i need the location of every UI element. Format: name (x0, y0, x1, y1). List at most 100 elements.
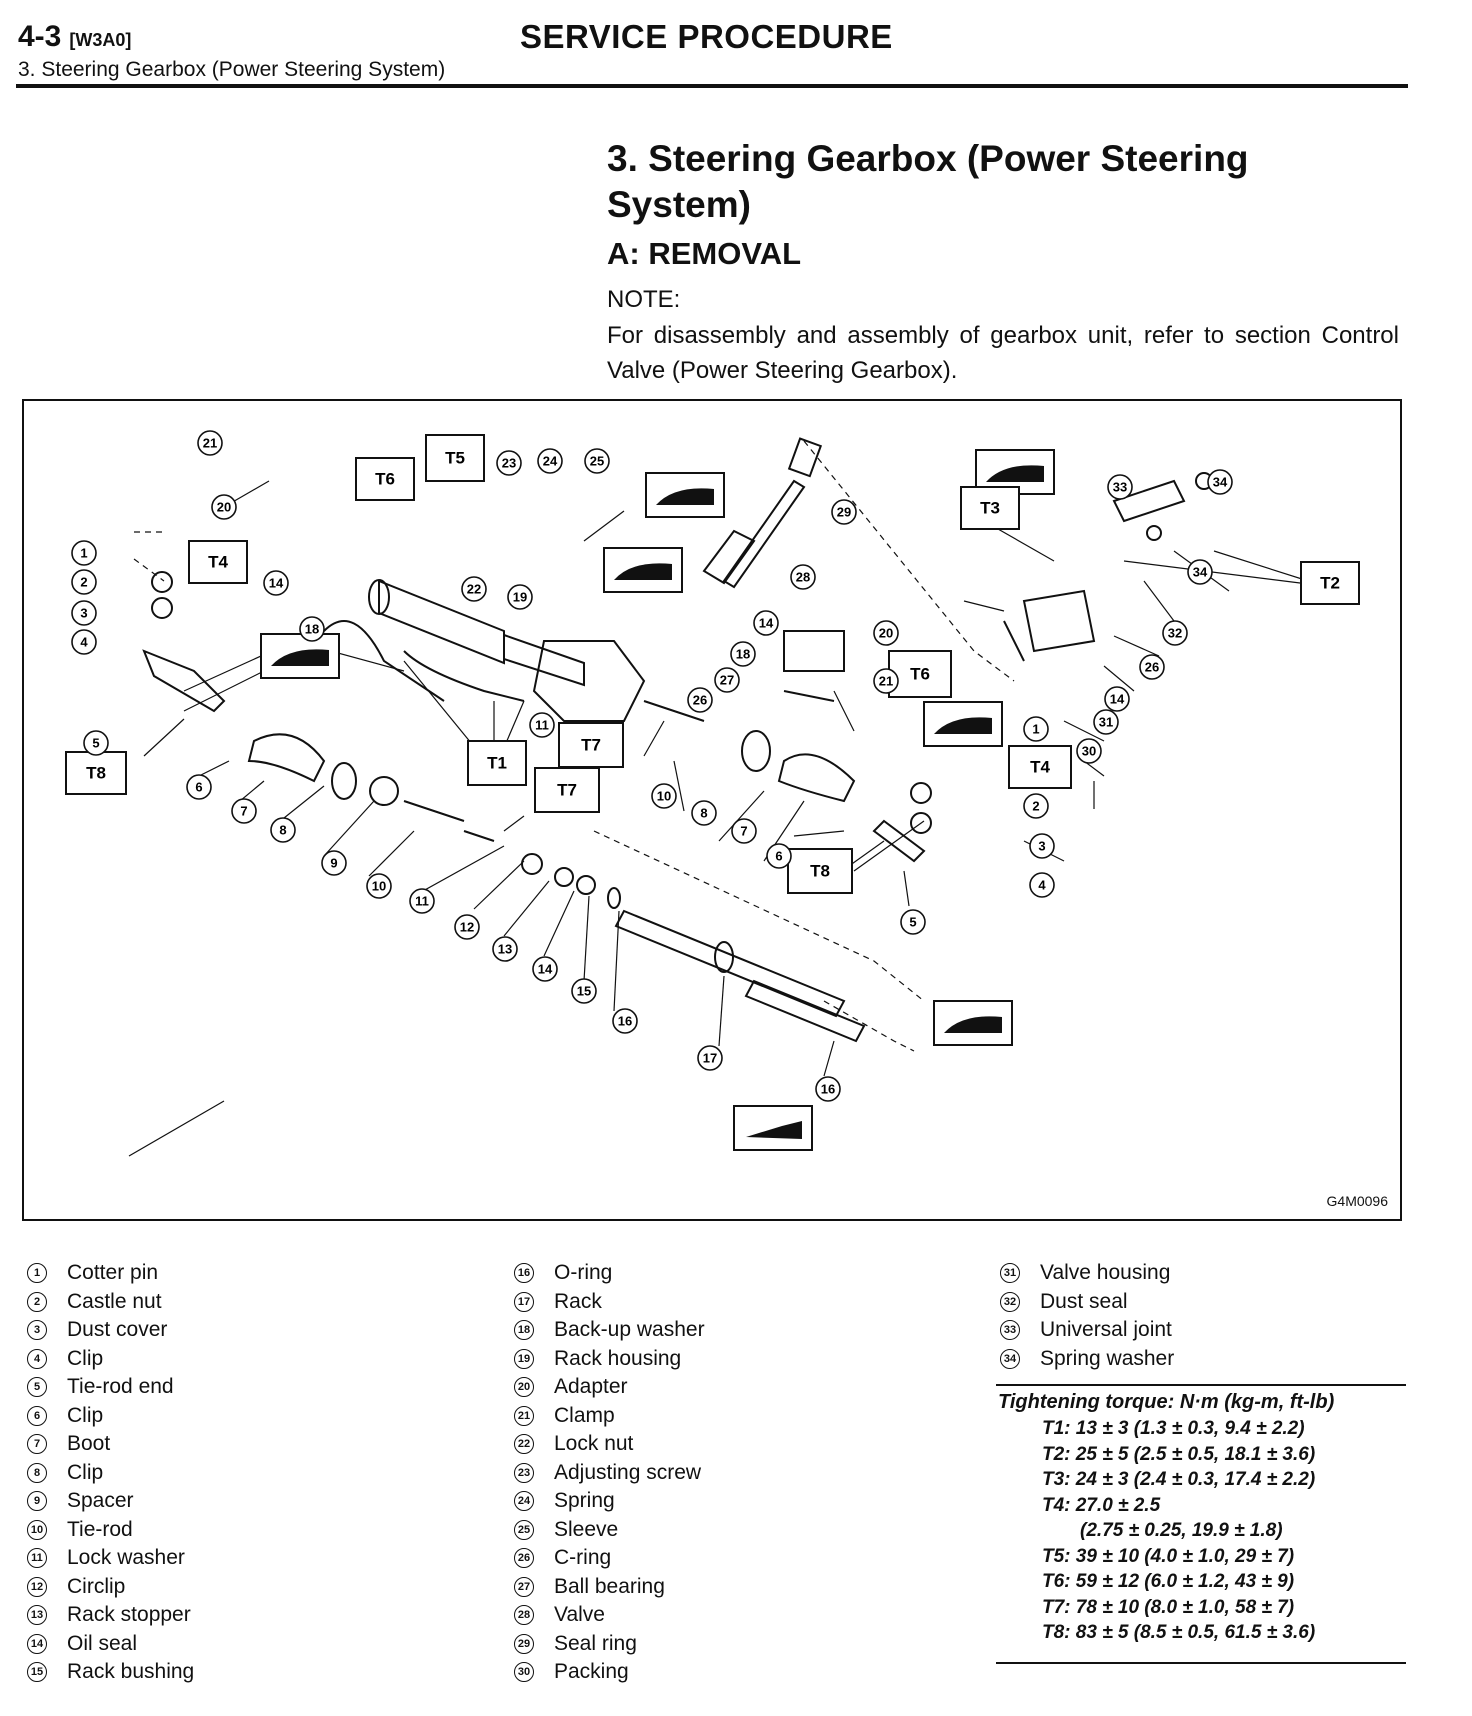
callout-7: 7 (731, 818, 757, 844)
svg-text:T4: T4 (1030, 758, 1050, 777)
page-code: 4-3[W3A0] (18, 20, 132, 53)
callout-28: 28 (790, 564, 816, 590)
header-rule (16, 84, 1408, 88)
legend-number: 31 (1000, 1263, 1020, 1284)
torque-bottom-rule (996, 1662, 1406, 1664)
legend-label: Spacer (67, 1489, 134, 1513)
callout-16: 16 (612, 1008, 638, 1034)
legend-label: Clip (67, 1460, 104, 1484)
legend-label: Tie-rod end (67, 1375, 174, 1399)
callout-14: 14 (753, 610, 779, 636)
svg-text:30: 30 (1082, 744, 1096, 759)
svg-text:27: 27 (720, 673, 734, 688)
legend-number: 15 (27, 1662, 47, 1683)
callout-30: 30 (1076, 738, 1102, 764)
note-text: For disassembly and assembly of gearbox … (607, 322, 1399, 384)
torque-box-t7: T7 (558, 722, 624, 768)
legend-item: 32 Dust seal (1000, 1288, 1174, 1317)
callout-4: 4 (1029, 872, 1055, 898)
legend-number: 29 (514, 1633, 534, 1654)
header-title: SERVICE PROCEDURE (520, 18, 893, 55)
torque-box-t4: T4 (1008, 745, 1072, 789)
callout-14: 14 (1104, 686, 1130, 712)
figure-code: G4M0096 (1326, 1193, 1388, 1209)
svg-text:10: 10 (657, 789, 671, 804)
legend-label: Castle nut (67, 1289, 162, 1313)
callout-22: 22 (461, 576, 487, 602)
svg-text:28: 28 (796, 570, 810, 585)
svg-text:5: 5 (92, 736, 99, 751)
torque-top-rule (996, 1384, 1406, 1386)
callout-23: 23 (496, 450, 522, 476)
legend-label: Lock nut (554, 1432, 634, 1456)
torque-line: T4: 27.0 ± 2.5 (1042, 1494, 1161, 1516)
legend-number: 17 (514, 1291, 534, 1312)
svg-text:11: 11 (535, 718, 549, 733)
callout-1: 1 (1023, 716, 1049, 742)
legend-item: 15 Rack bushing (27, 1658, 194, 1687)
callout-8: 8 (691, 800, 717, 826)
svg-text:8: 8 (700, 806, 707, 821)
svg-text:21: 21 (879, 674, 893, 689)
legend-number: 24 (514, 1491, 534, 1512)
legend-number: 13 (27, 1605, 47, 1626)
callout-3: 3 (71, 600, 97, 626)
svg-text:2: 2 (80, 575, 87, 590)
legend-label: Valve (554, 1603, 605, 1627)
svg-text:3: 3 (1038, 839, 1045, 854)
callout-34: 34 (1187, 559, 1213, 585)
svg-text:34: 34 (1193, 565, 1208, 580)
grease-icon (260, 633, 340, 679)
callout-14: 14 (263, 570, 289, 596)
callout-24: 24 (537, 448, 563, 474)
callout-34: 34 (1207, 469, 1233, 495)
legend-number: 9 (27, 1491, 47, 1512)
legend-label: C-ring (554, 1546, 612, 1570)
callout-20: 20 (211, 494, 237, 520)
torque-box-t6: T6 (888, 650, 952, 698)
callout-5: 5 (900, 909, 926, 935)
torque-box-t4: T4 (188, 540, 248, 584)
legend-number: 25 (514, 1519, 534, 1540)
legend-label: Dust seal (1040, 1289, 1128, 1313)
svg-text:T7: T7 (557, 781, 577, 800)
svg-text:18: 18 (736, 647, 750, 662)
legend-label: Rack bushing (67, 1660, 195, 1684)
torque-line: T5: 39 ± 10 (4.0 ± 1.0, 29 ± 7) (1042, 1545, 1295, 1567)
legend-item: 9 Spacer (27, 1487, 194, 1516)
grease-icon (603, 547, 683, 593)
legend-label: Clip (67, 1346, 104, 1370)
legend-label: Packing (554, 1660, 629, 1684)
legend-label: Rack stopper (67, 1603, 191, 1627)
legend-number: 20 (514, 1377, 534, 1398)
legend-number: 32 (1000, 1291, 1020, 1312)
legend-label: O-ring (554, 1261, 613, 1285)
callout-17: 17 (697, 1045, 723, 1071)
grease-icon (933, 1000, 1013, 1046)
svg-text:21: 21 (203, 436, 217, 451)
callout-20: 20 (873, 620, 899, 646)
torque-box-t2: T2 (1300, 561, 1360, 605)
svg-text:14: 14 (538, 962, 553, 977)
svg-text:22: 22 (467, 582, 481, 597)
grease-icon (645, 472, 725, 518)
legend-number: 10 (27, 1519, 47, 1540)
callout-27: 27 (714, 667, 740, 693)
svg-text:7: 7 (240, 804, 247, 819)
torque-line: T1: 13 ± 3 (1.3 ± 0.3, 9.4 ± 2.2) (1042, 1418, 1305, 1439)
legend-label: Seal ring (554, 1631, 637, 1655)
svg-text:1: 1 (1032, 722, 1039, 737)
legend-number: 34 (1000, 1348, 1020, 1369)
svg-text:18: 18 (305, 622, 319, 637)
